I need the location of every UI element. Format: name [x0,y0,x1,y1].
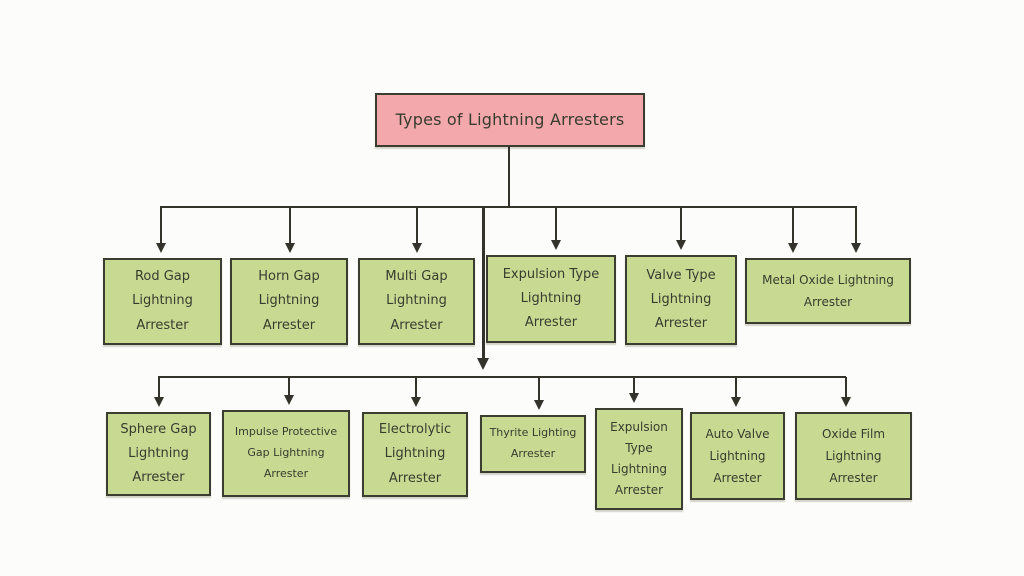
node-metal-oxide-lightning-arrester: Metal Oxide Lightning Arrester [745,258,911,324]
connector-root-trunk [508,146,510,206]
arrow-to-sphere-gap [154,377,164,407]
arrow-to-expulsion-type [551,207,561,250]
connector-row1-branch-line [160,206,857,208]
arrow-to-oxide-film [841,377,851,407]
connector-center-trunk [477,207,489,370]
arrow-to-horn-gap [285,207,295,253]
node-expulsion-type-lightning-arrester-2: Expulsion Type Lightning Arrester [595,408,683,510]
node-horn-gap-lightning-arrester: Horn Gap Lightning Arrester [230,258,348,345]
node-valve-type-lightning-arrester: Valve Type Lightning Arrester [625,255,737,345]
node-expulsion-type-lightning-arrester: Expulsion Type Lightning Arrester [486,255,616,343]
node-rod-gap-lightning-arrester: Rod Gap Lightning Arrester [103,258,222,345]
node-thyrite-lighting-arrester: Thyrite Lighting Arrester [480,415,586,473]
arrow-to-auto-valve [731,377,741,407]
node-oxide-film-lightning-arrester: Oxide Film Lightning Arrester [795,412,912,500]
arrow-to-rod-gap [156,207,166,253]
node-sphere-gap-lightning-arrester: Sphere Gap Lightning Arrester [106,412,211,496]
arrow-to-impulse-protective [284,377,294,405]
connector-row2-branch-line [158,376,846,378]
arrow-to-metal-oxide-left [788,207,798,253]
arrow-to-expulsion-type-2 [629,377,639,403]
root-node-types-of-lightning-arresters: Types of Lightning Arresters [375,93,645,147]
arrow-to-valve-type [676,207,686,250]
arrow-to-thyrite [534,377,544,410]
node-multi-gap-lightning-arrester: Multi Gap Lightning Arrester [358,258,475,345]
node-impulse-protective-gap-lightning-arrester: Impulse Protective Gap Lightning Arreste… [222,410,350,497]
arrow-to-electrolytic [411,377,421,407]
arrow-to-multi-gap [412,207,422,253]
node-auto-valve-lightning-arrester: Auto Valve Lightning Arrester [690,412,785,500]
node-electrolytic-lightning-arrester: Electrolytic Lightning Arrester [362,412,468,497]
arrow-to-metal-oxide-right [851,207,861,253]
